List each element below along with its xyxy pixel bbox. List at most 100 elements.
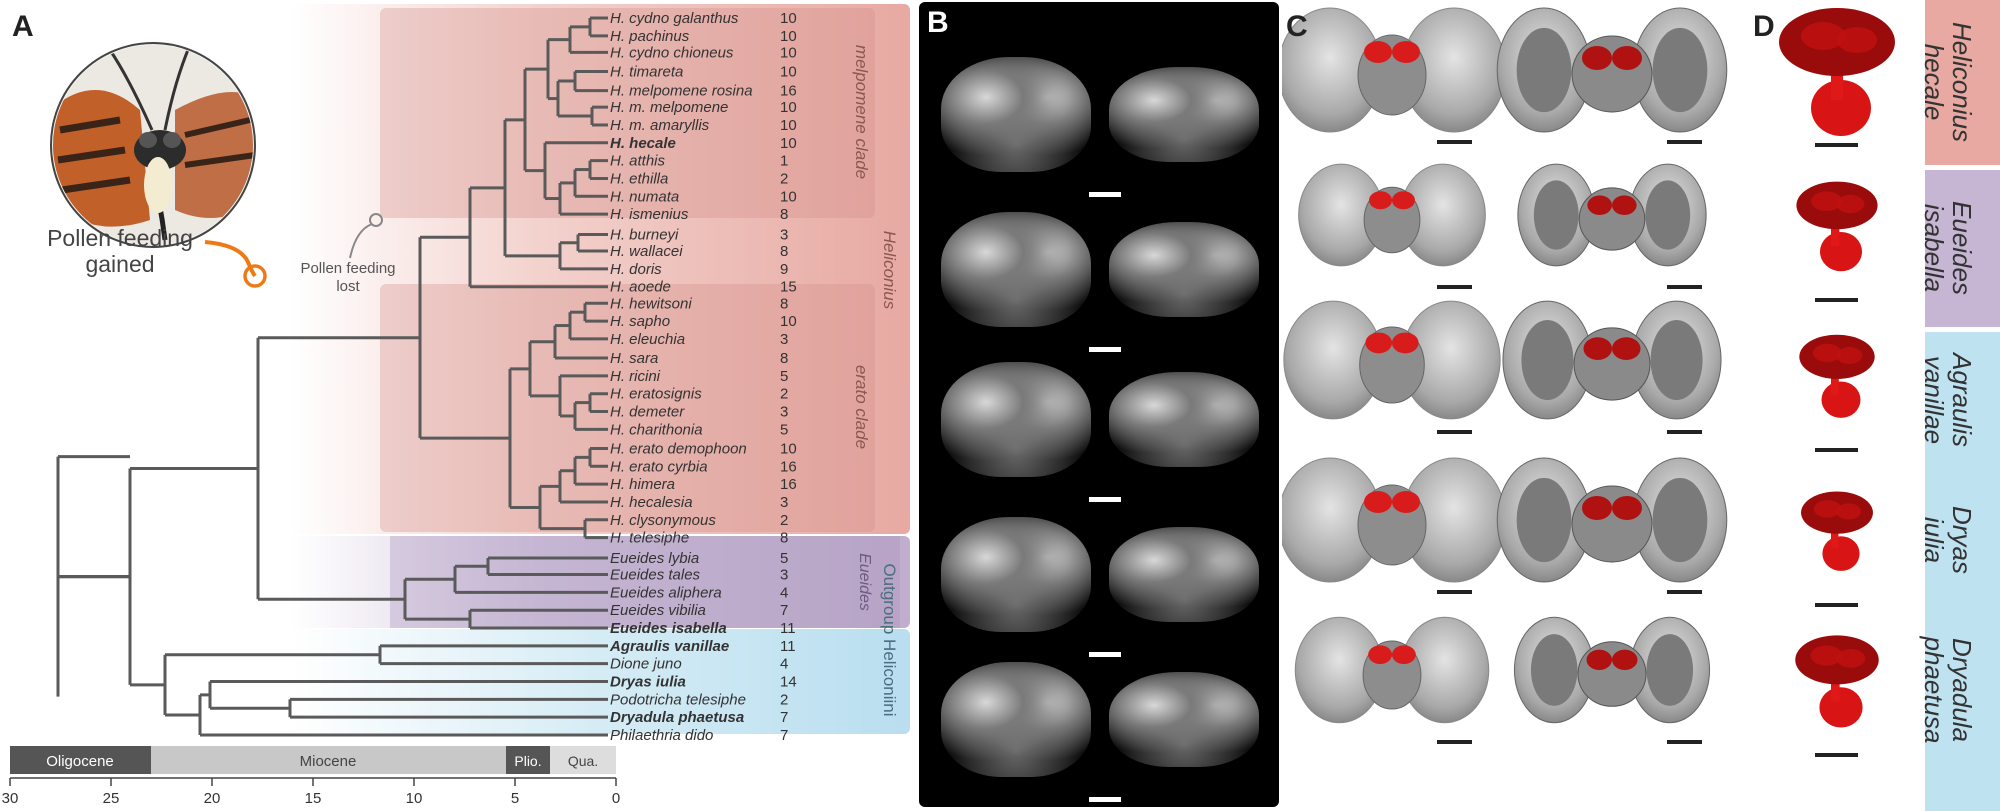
taxon-name: H. telesiphe xyxy=(610,530,689,547)
taxon-sample-size: 2 xyxy=(780,512,788,529)
confocal-brain-image xyxy=(1109,527,1259,622)
butterfly-photo xyxy=(50,42,256,248)
taxon-sample-size: 10 xyxy=(780,28,797,45)
brain-3d-render xyxy=(1283,300,1501,420)
confocal-brain-image xyxy=(1109,67,1259,162)
taxon-sample-size: 2 xyxy=(780,171,788,188)
taxon-sample-size: 11 xyxy=(780,620,796,637)
confocal-brain-image xyxy=(941,362,1091,477)
mushroom-body-render xyxy=(1795,635,1879,728)
taxon-sample-size: 7 xyxy=(780,709,788,726)
taxon-sample-size: 5 xyxy=(780,550,788,567)
taxon-sample-size: 3 xyxy=(780,494,788,511)
species-label-species: hecale xyxy=(1919,43,1949,121)
taxon-sample-size: 8 xyxy=(780,243,788,260)
taxon-sample-size: 9 xyxy=(780,261,788,278)
clade-label-outgroup: Outgroup Heliconiini xyxy=(880,563,899,716)
taxon-name: H. cydno chioneus xyxy=(610,44,734,61)
mushroom-body-render xyxy=(1799,334,1875,418)
taxon-sample-size: 10 xyxy=(780,99,797,116)
species-label-genus: Agraulis xyxy=(1947,353,1977,447)
scale-bar xyxy=(1089,192,1121,197)
brain-3d-render xyxy=(1282,7,1507,133)
epoch-label-miocene: Miocene xyxy=(300,753,357,770)
taxon-sample-size: 10 xyxy=(780,64,797,81)
brain-3d-render xyxy=(1282,457,1507,583)
taxon-name: Dryas iulia xyxy=(610,674,686,691)
panel-label-a: A xyxy=(12,10,34,43)
taxon-name: Dryadula phaetusa xyxy=(610,709,744,726)
species-label-species: iulia xyxy=(1919,516,1949,564)
time-tick-label: 15 xyxy=(305,790,322,807)
species-band xyxy=(1925,170,2000,327)
confocal-brain-image xyxy=(941,57,1091,172)
taxon-name: Dione juno xyxy=(610,656,682,673)
tree-branches xyxy=(56,16,608,737)
eueides-band-dark xyxy=(390,536,900,628)
taxon-name: H. pachinus xyxy=(610,28,690,45)
taxon-sample-size: 8 xyxy=(780,530,788,547)
taxon-sample-size: 16 xyxy=(780,458,797,475)
time-tick-label: 30 xyxy=(2,790,19,807)
brain-render-panel xyxy=(1282,7,1728,744)
taxon-name: Eueides vibilia xyxy=(610,602,706,619)
taxon-sample-size: 3 xyxy=(780,227,788,244)
taxon-name: Eueides isabella xyxy=(610,620,727,637)
taxon-name: H. aoede xyxy=(610,279,671,296)
taxon-name: H. ismenius xyxy=(610,206,689,223)
taxon-name: H. hecalesia xyxy=(610,494,693,511)
lost-label-line1: Pollen feeding xyxy=(300,260,395,277)
species-label-species: isabella xyxy=(1919,203,1949,293)
taxon-name: H. sara xyxy=(610,350,658,367)
brain-3d-render xyxy=(1502,300,1722,420)
taxon-name: H. erato cyrbia xyxy=(610,458,708,475)
taxon-name: H. charithonia xyxy=(610,421,703,438)
confocal-brain-image xyxy=(1109,372,1259,467)
scale-bar xyxy=(1089,347,1121,352)
gained-label-line1: Pollen feeding xyxy=(47,225,193,251)
pollen-lost-marker xyxy=(369,213,383,227)
species-band xyxy=(1925,332,2000,811)
taxon-name: H. sapho xyxy=(610,313,670,330)
taxon-name: H. ricini xyxy=(610,368,661,385)
epoch-label-quaternary: Qua. xyxy=(568,753,598,769)
taxon-sample-size: 2 xyxy=(780,691,788,708)
lost-callout-line xyxy=(349,223,373,259)
taxon-sample-size: 5 xyxy=(780,368,788,385)
taxon-name: H. ethilla xyxy=(610,171,668,188)
taxon-sample-size: 2 xyxy=(780,386,788,403)
confocal-brain-image xyxy=(941,517,1091,632)
taxon-name: H. m. melpomene xyxy=(610,99,728,116)
taxon-name: H. burneyi xyxy=(610,227,679,244)
brain-3d-render xyxy=(1513,616,1711,724)
taxon-name: H. himera xyxy=(610,476,675,493)
taxon-name: H. eleuchia xyxy=(610,331,685,348)
mushroom-body-render xyxy=(1779,8,1895,136)
panel-label-c: C xyxy=(1286,10,1308,43)
taxon-name: Eueides tales xyxy=(610,567,701,584)
taxon-name: H. timareta xyxy=(610,64,683,81)
taxon-sample-size: 10 xyxy=(780,188,797,205)
clade-label-eueides: Eueides xyxy=(856,553,873,611)
taxon-sample-size: 1 xyxy=(780,153,788,170)
species-band xyxy=(1925,0,2000,165)
pollen-gained-marker xyxy=(243,264,267,288)
epoch-pliocene xyxy=(506,746,550,774)
epoch-label-pliocene: Plio. xyxy=(514,753,541,769)
scale-bar xyxy=(1089,797,1121,802)
taxon-name: H. hewitsoni xyxy=(610,295,692,312)
time-tick-label: 10 xyxy=(406,790,423,807)
species-label-genus: Heliconius xyxy=(1947,22,1977,142)
taxon-sample-size: 15 xyxy=(780,279,797,296)
species-label-genus: Eueides xyxy=(1947,201,1977,295)
time-tick-label: 5 xyxy=(511,790,519,807)
taxon-sample-size: 3 xyxy=(780,567,788,584)
taxon-sample-size: 8 xyxy=(780,350,788,367)
taxon-name: H. m. amaryllis xyxy=(610,117,710,134)
taxon-sample-size: 7 xyxy=(780,602,788,619)
taxon-sample-size: 11 xyxy=(780,638,796,655)
taxon-name: H. doris xyxy=(610,261,662,278)
clade-label-melpomene: melpomene clade xyxy=(852,45,871,179)
taxon-sample-size: 7 xyxy=(780,727,788,744)
